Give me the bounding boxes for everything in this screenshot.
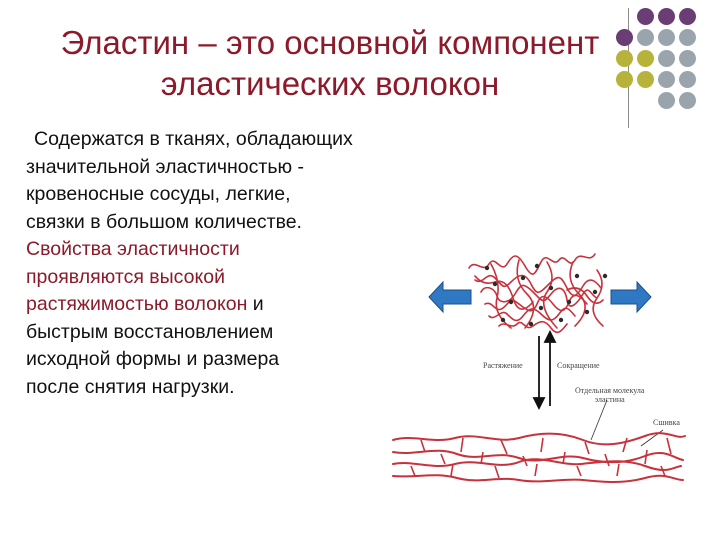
decorative-dot <box>616 29 633 46</box>
body-line: связки в большом количестве. <box>26 210 302 233</box>
decorative-dot <box>637 29 654 46</box>
body-line-highlight: проявляются высокой <box>26 265 225 288</box>
label-stretch: Растяжение <box>483 361 523 370</box>
decorative-dot <box>637 71 654 88</box>
label-molecule-line-1: Отдельная молекула <box>575 386 645 395</box>
body-line: после снятия нагрузки. <box>26 375 235 398</box>
right-arrow-icon <box>610 280 652 314</box>
body-line: быстрым восстановлением <box>26 320 274 343</box>
body-line-highlight: Свойства эластичности <box>26 238 240 260</box>
title-line-2: эластических волокон <box>160 65 500 102</box>
body-plain-text: и <box>247 293 264 315</box>
decorative-dot <box>616 50 633 67</box>
label-molecule: Отдельная молекула эластина <box>575 386 644 404</box>
stretch-contract-arrows <box>532 329 557 411</box>
body-text: Содержатся в тканях, обладающих значител… <box>26 126 446 401</box>
elastin-diagram <box>392 253 686 483</box>
decorative-dot-grid <box>616 4 720 114</box>
decorative-dot <box>658 29 675 46</box>
crosslink-marks <box>484 263 608 327</box>
body-line: исходной формы и размера <box>26 348 280 370</box>
label-contract: Сокращение <box>557 361 600 370</box>
decorative-divider <box>628 8 629 128</box>
decorative-dot <box>616 71 633 88</box>
decorative-dot <box>679 50 696 67</box>
label-crosslink: Сшивка <box>653 418 680 427</box>
body-highlight-text: растяжимостью волокон <box>26 293 248 315</box>
title-line-1: Эластин – это основной компонент <box>60 24 600 61</box>
body-line: Содержатся в тканях, обладающих <box>34 128 353 150</box>
slide-title: Эластин – это основной компонент эластич… <box>10 22 650 104</box>
decorative-dot <box>658 50 675 67</box>
stretched-fiber-band <box>392 432 686 483</box>
elastin-fiber-figure: Растяжение Сокращение Отдельная молекула… <box>391 240 691 485</box>
left-arrow-icon <box>428 280 472 314</box>
decorative-dot <box>637 8 654 25</box>
tangled-fiber-cluster <box>468 253 604 334</box>
decorative-dot <box>658 92 675 109</box>
decorative-dot <box>679 92 696 109</box>
decorative-dot <box>658 71 675 88</box>
body-line-mixed: растяжимостью волокон и <box>26 291 446 319</box>
label-molecule-line-2: эластина <box>594 395 625 404</box>
decorative-dot <box>637 50 654 67</box>
decorative-dot <box>679 71 696 88</box>
body-line: значительной эластичностью - <box>26 155 305 178</box>
decorative-dot <box>679 8 696 25</box>
decorative-dot <box>679 29 696 46</box>
decorative-dot <box>658 8 675 25</box>
band-crosslinks <box>410 437 672 479</box>
body-line: кровеносные сосуды, легкие, <box>26 183 291 205</box>
